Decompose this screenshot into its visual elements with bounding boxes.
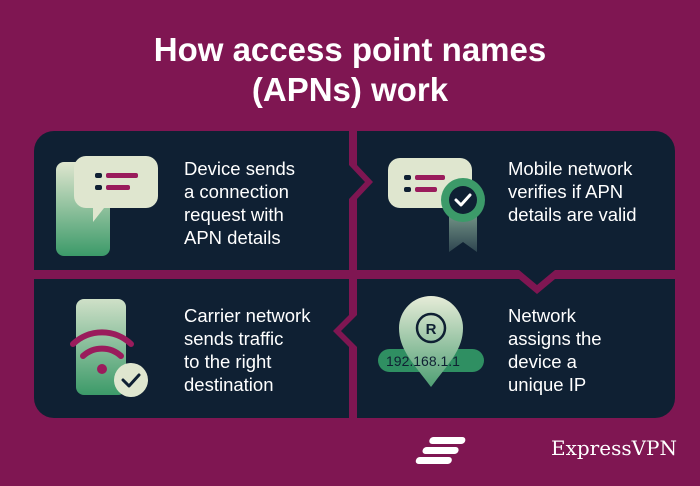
location-pin-icon: R: [378, 296, 484, 387]
step-text-2: Mobile network verifies if APN details a…: [508, 157, 637, 226]
step-3-line-1: Carrier network: [184, 305, 311, 326]
step-1-line-4: APN details: [184, 227, 281, 248]
step-1-line-2: a connection: [184, 181, 289, 202]
title-line-2: (APNs) work: [251, 71, 449, 108]
title-line-1: How access point names: [153, 31, 547, 68]
step-1-line-3: request with: [184, 204, 284, 225]
step-2-line-2: verifies if APN: [508, 181, 624, 202]
step-text-3: Carrier network sends traffic to the rig…: [184, 304, 310, 396]
step-2-line-3: details are valid: [508, 204, 637, 225]
phone-wifi-check-icon: [70, 299, 148, 397]
phone-chat-icon: [56, 156, 158, 256]
step-4-line-1: Network: [508, 305, 576, 326]
step-3-line-2: sends traffic: [184, 328, 284, 349]
step-3-line-3: to the right: [184, 351, 272, 372]
verified-badge-icon: [388, 158, 485, 252]
step-4-line-2: assigns the: [508, 328, 602, 349]
page-title: How access point names (APNs) work: [0, 30, 700, 110]
step-text-4: Network assigns the device a unique IP: [508, 304, 602, 396]
step-1-line-1: Device sends: [184, 158, 296, 179]
ip-address-label: 192.168.1.1: [386, 353, 460, 369]
step-text-1: Device sends a connection request with A…: [184, 157, 295, 249]
step-4-line-3: device a: [508, 351, 577, 372]
step-3-line-4: destination: [184, 374, 274, 395]
expressvpn-logo-icon: [415, 437, 466, 464]
brand-name: ExpressVPN: [551, 436, 678, 460]
svg-text:R: R: [426, 321, 437, 338]
step-4-line-4: unique IP: [508, 374, 587, 395]
step-2-line-1: Mobile network: [508, 158, 633, 179]
